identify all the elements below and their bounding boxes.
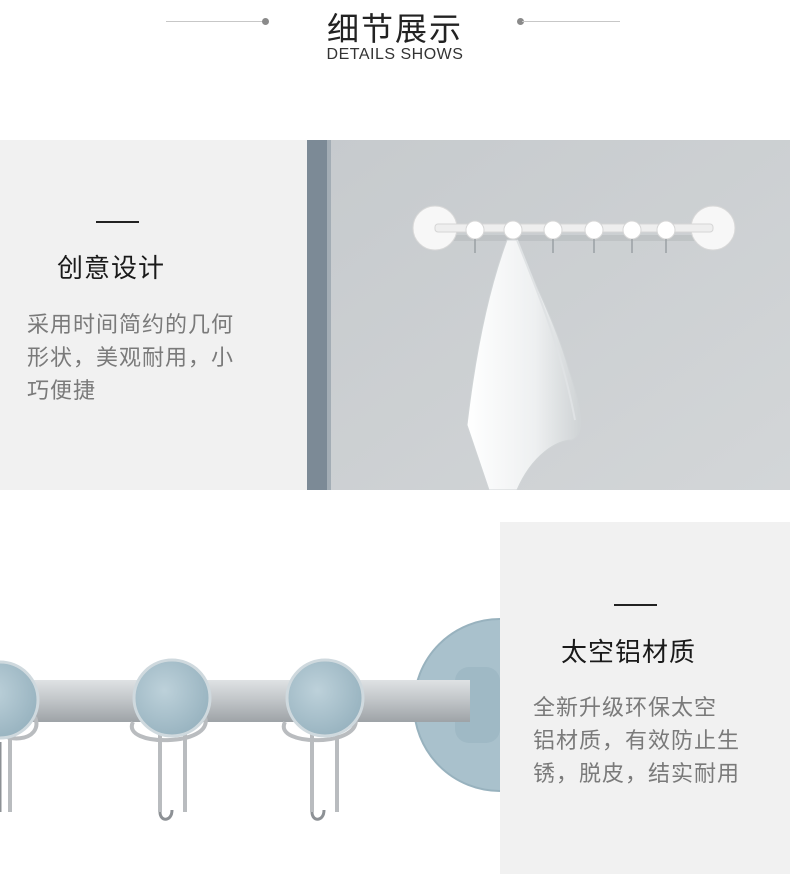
desc-line: 采用时间简约的几何 [27,313,235,338]
desc-line: 形状，美观耐用，小 [27,346,235,371]
desc-line: 全新升级环保太空 [533,696,718,721]
desc-line: 铝材质，有效防止生 [533,729,741,754]
heading-dash [614,604,657,606]
hook-rack-photo [307,140,790,490]
heading-dash [96,221,139,223]
desc-line: 巧便捷 [27,379,97,404]
hook-rack-illustration [307,140,790,490]
header-left-dot [262,18,269,25]
header-left-line [166,21,264,22]
hook-closeup-photo [0,522,500,879]
section-header: 细节展示 DETAILS SHOWS [0,0,790,80]
page-title: 细节展示 [326,10,463,48]
feature-heading-material: 太空铝材质 [561,638,697,668]
feature-desc-material: 全新升级环保太空 铝材质，有效防止生 锈，脱皮，结实耐用 [533,692,740,791]
desc-line: 锈，脱皮，结实耐用 [533,762,741,787]
header-right-line [522,21,620,22]
header-right-dot [517,18,524,25]
hook-closeup-illustration [0,522,500,879]
feature-heading-design: 创意设计 [57,254,166,284]
feature-panel-material [500,522,790,874]
page-subtitle: DETAILS SHOWS [326,46,464,63]
feature-desc-design: 采用时间简约的几何 形状，美观耐用，小 巧便捷 [27,309,234,408]
